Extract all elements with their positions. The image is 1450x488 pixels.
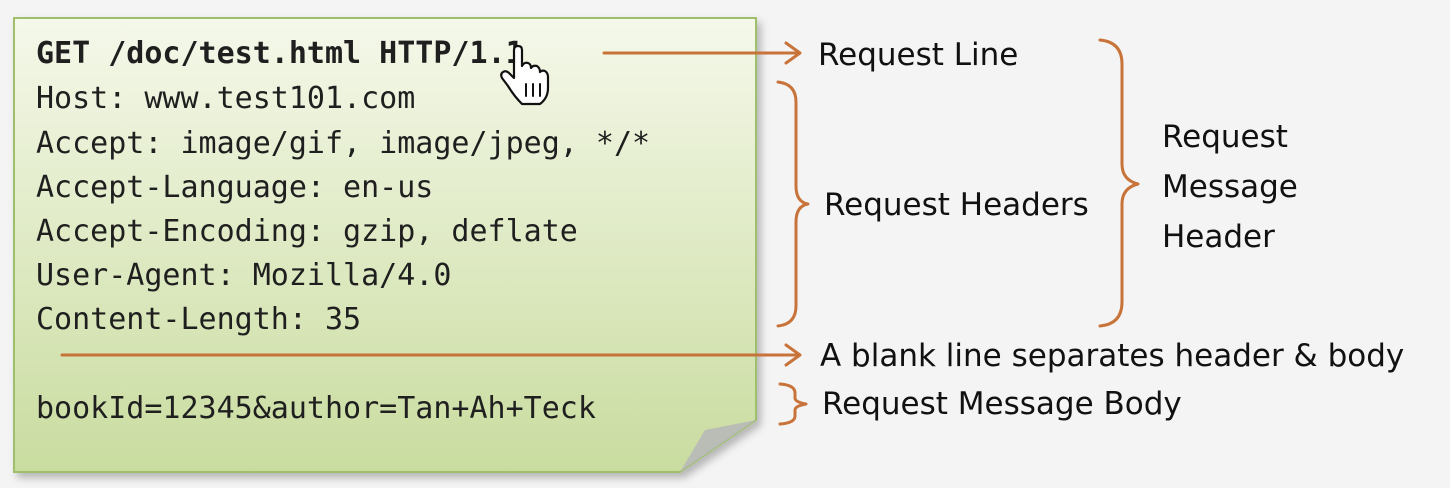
arrows [60, 41, 802, 367]
header-line: User-Agent: Mozilla/4.0 [36, 258, 451, 293]
header-line: Accept: image/gif, image/jpeg, */* [36, 126, 650, 161]
message-header-brace [1098, 38, 1140, 328]
request-text: GET /doc/test.html HTTP/1.1 Host: www.te… [36, 36, 650, 426]
blank-line-arrow [60, 343, 802, 367]
request-note [13, 17, 757, 473]
note-folded-corner [680, 420, 756, 472]
request-headers-brace [776, 80, 810, 328]
header-line: Content-Length: 35 [36, 302, 361, 337]
message-header-label-line3: Header [1162, 219, 1275, 255]
blank-line-label: A blank line separates header & body [820, 338, 1404, 374]
message-header-label-line1: Request [1162, 119, 1288, 155]
header-line: Host: www.test101.com [36, 81, 415, 116]
request-line-arrow [602, 41, 802, 65]
message-body-label: Request Message Body [822, 386, 1182, 422]
request-line-text: GET /doc/test.html HTTP/1.1 [36, 36, 524, 71]
message-header-label-line2: Message [1162, 169, 1298, 205]
body-line: bookId=12345&author=Tan+Ah+Teck [36, 391, 596, 426]
hand-pointer-icon [500, 44, 550, 106]
header-line: Accept-Language: en-us [36, 170, 433, 205]
request-headers-label: Request Headers [824, 187, 1089, 223]
header-line: Accept-Encoding: gzip, deflate [36, 214, 578, 249]
braces [776, 38, 1140, 426]
labels: Request Line Request Headers Request Mes… [818, 37, 1404, 422]
request-line-label: Request Line [818, 37, 1018, 73]
message-body-brace [778, 382, 808, 426]
